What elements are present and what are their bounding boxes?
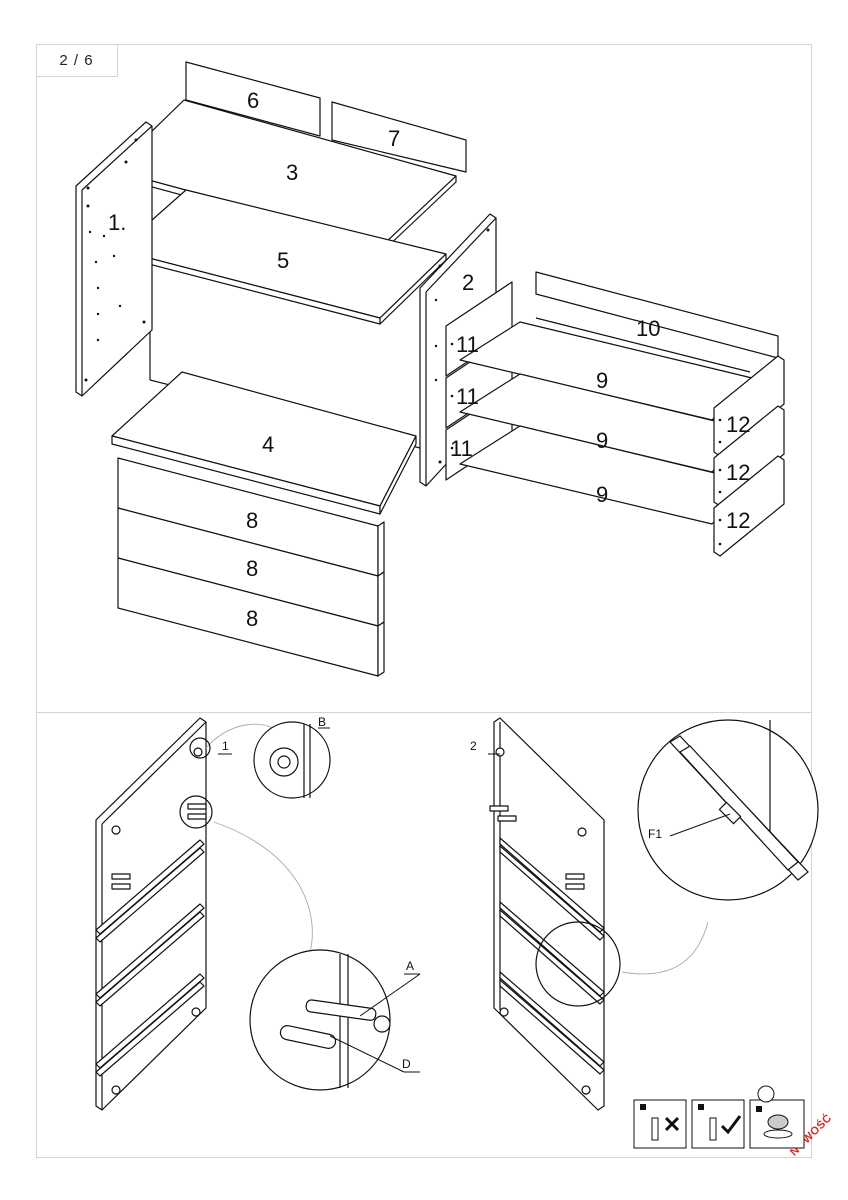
label-part-10: 10 [636,316,660,341]
left-panel-drawer-rails [95,839,205,1077]
detail-view: 1 B A D 2 F1 [95,715,819,1149]
label-part-6: 6 [247,88,259,113]
callout-fitting-B: B [318,715,326,729]
exploded-view: 6 7 3 1. 5 2 10 11 11 11 9 9 9 12 12 12 … [75,61,785,677]
callout-fitting-D: D [402,1057,411,1071]
right-side-panel-detail [493,717,605,1111]
cam-lock-icon [749,1085,805,1149]
callout-panel-2: 2 [470,739,477,753]
part-4-bottom-panel [111,371,417,515]
label-part-4: 4 [262,432,274,457]
right-panel-drawer-rails [499,837,605,1075]
rail-detail [669,720,809,881]
part-6-back-panel [185,61,321,137]
section-divider [36,712,812,713]
label-part-8-a: 8 [246,508,258,533]
dowel-wrong-icon [633,1099,687,1149]
callout-fitting-A: A [406,959,414,973]
label-part-11-b: 11 [456,384,479,409]
label-part-8-b: 8 [246,556,258,581]
page-indicator: 2 / 6 [36,44,118,77]
part-8-drawer-fronts [117,457,385,677]
left-side-panel-detail [95,717,207,1111]
label-part-2: 2 [462,270,474,295]
label-part-9-c: 9 [596,482,608,507]
drill-holes [84,138,722,546]
label-part-1: 1. [108,210,126,235]
label-part-12-a: 12 [726,412,750,437]
label-part-9-a: 9 [596,368,608,393]
label-part-5: 5 [277,248,289,273]
callout-panel-1: 1 [222,739,229,753]
label-part-11-c: 11 [450,436,473,461]
cam-lock-detail [269,724,311,798]
part-12-drawer-sides [713,355,785,557]
page-frame [36,44,812,1158]
label-part-12-b: 12 [726,460,750,485]
label-part-11-a: 11 [456,332,479,357]
bolt-and-dowel-detail [279,954,391,1088]
part-1-side-panel [75,121,153,397]
magnifier-A-D [249,949,391,1091]
label-part-8-c: 8 [246,606,258,631]
part-7-back-panel [331,101,467,173]
callout-fitting-F1: F1 [648,827,662,841]
label-part-7: 7 [388,126,400,151]
label-part-9-b: 9 [596,428,608,453]
dowel-correct-icon [691,1099,745,1149]
part-9-drawer-bottoms [459,321,753,525]
label-part-3: 3 [286,160,298,185]
label-part-12-c: 12 [726,508,750,533]
